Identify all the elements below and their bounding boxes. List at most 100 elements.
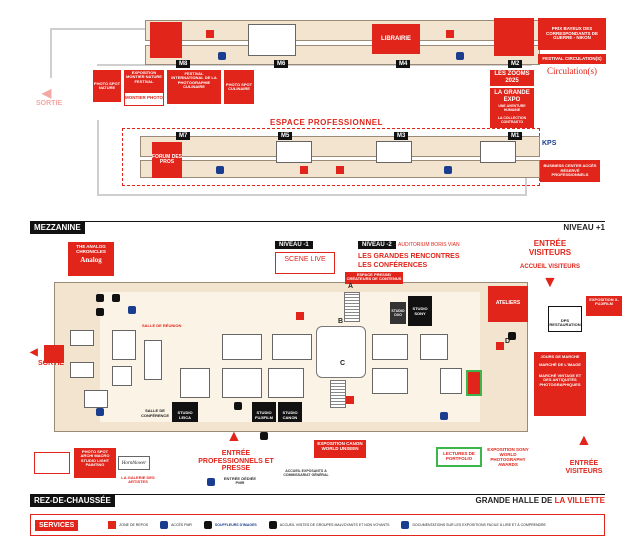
espace-presse-label: ESPACE PRESSE/ CRÉATEURS DE CONTENUS (346, 272, 402, 282)
booth (372, 334, 408, 360)
pmr-icon (456, 52, 464, 60)
label-m4: M4 (396, 60, 411, 68)
hornblower-logo: Hornblower (118, 456, 150, 470)
scene-live-box[interactable]: SCENE LIVE (275, 252, 335, 274)
grande-expo[interactable]: LA GRANDE EXPO UNE AVENTURE HUMAINE LA C… (490, 88, 534, 128)
expo-sony[interactable]: EXPOSITION SONY WORLD PHOTOGRAPHY AWARDS (482, 447, 534, 468)
accueil-visiteurs[interactable]: ACCUEIL VISITEURS (515, 264, 585, 271)
entree-pmr[interactable]: ENTRÉE DÉDIÉE PMR (220, 476, 260, 486)
expo-fujifilm[interactable]: EXPOSITION X-FUJIFILM (586, 296, 622, 316)
service-item-4: DOCUMENTATIONS SUR LES EXPOSITIONS FACIL… (412, 523, 546, 527)
label-m8: M8 (176, 60, 191, 68)
camera-icon (96, 294, 104, 302)
studio-leica[interactable]: STUDIO LEICA (172, 402, 198, 422)
entree-visiteurs[interactable]: ENTRÉE VISITEURS (515, 239, 585, 258)
entree-bottom-arrow: ▲ (576, 432, 592, 449)
grandes-rencontres[interactable]: LES GRANDES RENCONTRES (358, 253, 460, 260)
les-zooms[interactable]: LES ZOOMS 2025 (490, 70, 534, 86)
niveau-moins2: NIVEAU -2 (358, 241, 396, 249)
studio-dxo-label: STUDIO DXO (391, 309, 405, 317)
rdc-bar: REZ-DE-CHAUSSÉE GRANDE HALLE DE LA VILLE… (30, 494, 606, 507)
niveau-plus1-label: NIVEAU +1 (563, 223, 605, 232)
festival-circulation[interactable]: FESTIVAL CIRCULATION(S) (538, 54, 606, 64)
hall-title: GRANDE HALLE DE LA VILLETTE (476, 495, 606, 507)
expo-canon[interactable]: EXPOSITION CANON WORLD UNSEEN (314, 440, 366, 458)
photo-spot-culinaire-label: PHOTO SPOT CULINAIRE (225, 81, 253, 91)
stairs-icon (206, 30, 214, 38)
letter-a: A (348, 283, 354, 290)
booth (372, 368, 408, 394)
stair-b (330, 380, 346, 408)
souffleurs-icon (203, 521, 212, 529)
prix-bayeux[interactable]: PRIX BAYEUX DES CORRESPONDANTS DE GUERRE… (538, 18, 606, 50)
salle-conference[interactable]: SALLE DE CONFÉRENCE (140, 408, 170, 428)
jours-marche[interactable]: JOURS DE MARCHE MARCHÉ DE L'IMAGE MARCHÉ… (534, 352, 586, 416)
ateliers[interactable]: ATELIERS (488, 286, 528, 322)
studio-sony[interactable]: STUDIO SONY (408, 296, 432, 326)
conferences[interactable]: LES CONFÉRENCES (358, 262, 428, 269)
business-center-label: BUSINESS CENTER ACCÈS RÉSERVÉ PROFESSION… (543, 163, 597, 178)
photo-spot-nature-label: PHOTO SPOT NATURE (93, 80, 121, 90)
lectures-portfolio[interactable]: LECTURES DE PORTFOLIO (436, 447, 482, 467)
booth (268, 368, 304, 398)
booth (84, 390, 108, 408)
sortie-left-label[interactable]: SORTIE (38, 360, 65, 367)
galerie-artistes[interactable]: LA GALERIE DES ARTISTES (118, 475, 158, 485)
sortie-left-box[interactable] (44, 345, 64, 363)
marche-dates: MARCHÉ DE L'IMAGE (539, 362, 581, 368)
analog-chronicles[interactable]: THE ANALOG CHRONICLES Analog (68, 242, 114, 276)
entree-visiteurs-bottom[interactable]: ENTRÉE VISITEURS (556, 460, 612, 475)
wc-icon (508, 332, 516, 340)
forum-pros[interactable]: FORUM DES PROS (152, 142, 182, 178)
studio-fujifilm[interactable]: STUDIO FUJIFILM (252, 402, 276, 422)
studio-canon-label: STUDIO CANON (282, 410, 298, 420)
entree-visiteurs-bottom-label: ENTRÉE VISITEURS (565, 460, 603, 475)
espace-presse[interactable]: ESPACE PRESSE/ CRÉATEURS DE CONTENUS (345, 272, 403, 284)
stairs-icon (300, 166, 308, 174)
label-m1: M1 (508, 132, 523, 140)
photo-spot-culinaire[interactable]: PHOTO SPOT CULINAIRE (224, 70, 254, 104)
stairs-icon (496, 342, 504, 350)
salle-reunion: SALLE DE RÉUNION (142, 323, 182, 328)
expo-montier[interactable]: EXPOSITION MONTIER NATURE FESTIVAL (124, 70, 164, 92)
entree-pro[interactable]: ENTRÉE PROFESSIONNELS ET PRESSE (196, 450, 276, 473)
mezzanine-label: MEZZANINE (30, 222, 85, 234)
top-walkway (145, 40, 540, 46)
forum-pros-label: FORUM DES PROS (152, 153, 182, 165)
booth (112, 366, 132, 386)
building-outline-side (97, 120, 99, 180)
auditorium: AUDITORIUM BORIS VIAN (398, 242, 460, 248)
pmr-icon (207, 478, 215, 486)
studio-canon[interactable]: STUDIO CANON (278, 402, 302, 422)
camera-icon (112, 294, 120, 302)
easy-read-icon (401, 521, 410, 529)
room-m1 (480, 141, 516, 163)
rest-zone-icon (108, 521, 117, 529)
accueil-exposants[interactable]: ACCUEIL EXPOSANTS & COMMISSARIAT GÉNÉRAL (278, 469, 334, 478)
business-center[interactable]: BUSINESS CENTER ACCÈS RÉSERVÉ PROFESSION… (540, 160, 600, 182)
sortie-top-label[interactable]: SORTIE (36, 100, 63, 107)
stairs-icon (446, 30, 454, 38)
photo-spot-macro[interactable]: PHOTO SPOT ARCHI MACRO STUDIO LIGHT PAIN… (74, 448, 116, 478)
room-m5 (276, 141, 312, 163)
service-item-3: ACCUEIL VISITES DE GROUPES MALVOYANTS ET… (279, 523, 390, 527)
photo-spot-nature[interactable]: PHOTO SPOT NATURE (93, 70, 121, 102)
room-m2-red (494, 18, 534, 56)
pmr-icon (440, 412, 448, 420)
hall-name: LA VILLETTE (554, 496, 605, 505)
building-outline-bottom (97, 178, 527, 196)
librairie-box[interactable]: LIBRAIRIE (372, 24, 420, 54)
collection-label: LA COLLECTION CONTRASTO (497, 115, 527, 124)
dps-restauration[interactable]: DPS RESTAURATION (548, 306, 582, 332)
galerie-artistes-label: LA GALERIE DES ARTISTES (121, 475, 155, 485)
booth (70, 362, 94, 378)
service-item-2: SOUFFLEURS D'IMAGES (214, 523, 257, 527)
pmr-icon (444, 166, 452, 174)
pmr-icon (216, 166, 224, 174)
central-atrium (316, 326, 366, 378)
studio-dxo[interactable]: STUDIO DXO (390, 302, 406, 324)
entree-arrow-right: ▼ (542, 274, 558, 291)
festival-intl[interactable]: FESTIVAL INTERNATIONAL DE LA PHOTOGRAPHI… (167, 70, 221, 104)
booth (272, 334, 312, 360)
salle-conference-label: SALLE DE CONFÉRENCE (140, 408, 169, 418)
